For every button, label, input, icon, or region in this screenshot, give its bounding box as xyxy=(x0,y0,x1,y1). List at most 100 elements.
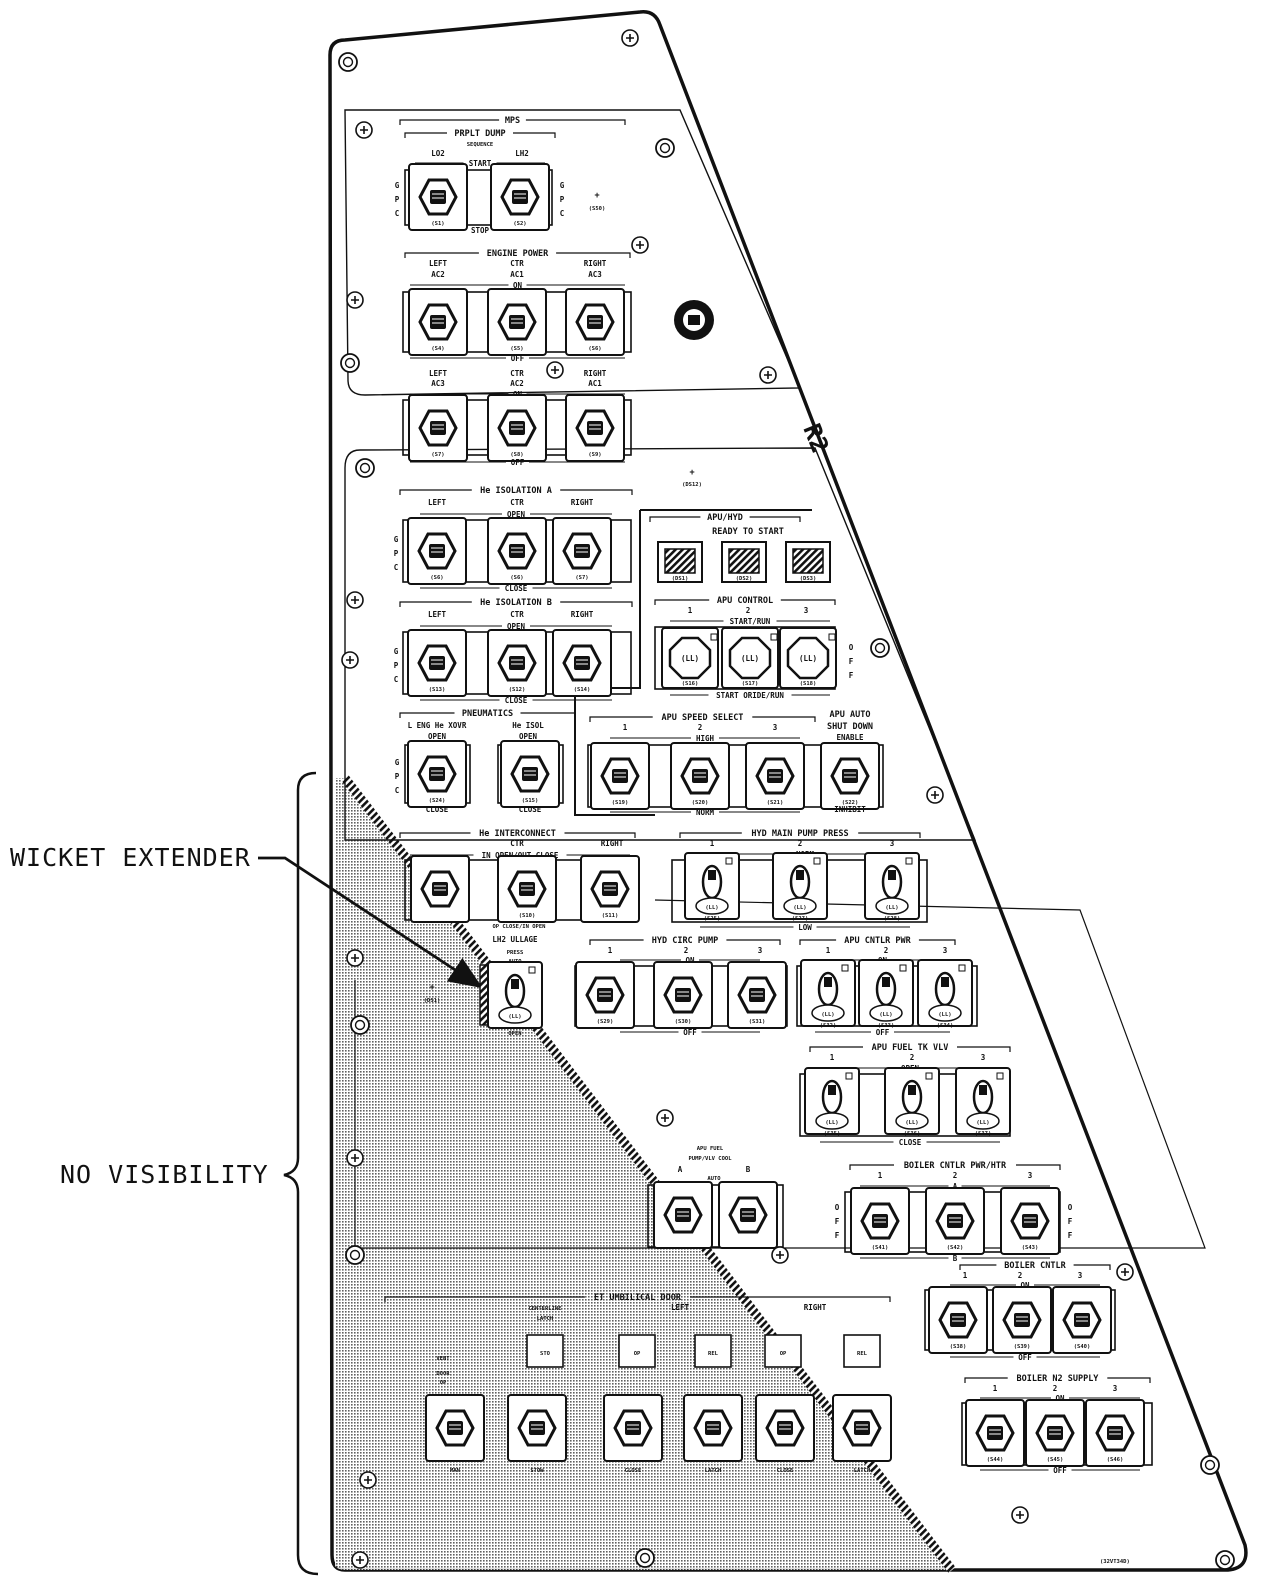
boiler-cntlr-title: BOILER CNTLR xyxy=(1004,1261,1066,1271)
screw-slot-icon xyxy=(351,1154,359,1162)
apu-fuel-close: CLOSE xyxy=(899,1138,922,1147)
hyd-circ-switch-id: (S30) xyxy=(675,1019,692,1025)
switch-s2-toggle-grip xyxy=(514,193,526,199)
apu-control-off: O xyxy=(849,643,854,652)
apu-control-switch-knob xyxy=(786,636,830,680)
et-door-switch-toggle xyxy=(625,1421,641,1435)
hyd-circ-switch-id: (S31) xyxy=(749,1019,766,1025)
engine-power-bracket xyxy=(404,252,631,258)
apu-fuel-switch-cap xyxy=(966,1112,1000,1130)
boiler-pwr-switch-id: (S42) xyxy=(947,1245,964,1251)
boiler-cntlr-on: ON xyxy=(1020,1281,1030,1290)
engine-power-row1-switch-toggle-grip xyxy=(511,318,523,324)
lh2-ullage-open: OPEN xyxy=(508,1031,521,1037)
mount-screw-inner-icon xyxy=(342,56,354,68)
apu-control-num: 1 xyxy=(688,606,693,615)
et-door-switch-toggle-grip xyxy=(856,1424,868,1430)
apu-cntlr-switch-cap-label: (LL) xyxy=(821,1012,834,1018)
engine-power-row2-switch-toggle xyxy=(430,421,446,435)
screw-slot-icon xyxy=(931,791,939,799)
apu-cntlr-switch-indicator xyxy=(899,964,907,972)
pneumatics-gpc: C xyxy=(395,786,400,795)
pneumatics-title: PNEUMATICS xyxy=(462,709,513,719)
engine-power-row2-label: RIGHT xyxy=(584,369,607,378)
he-isolation-a-switch-toggle-grip xyxy=(576,547,588,553)
hyd-main-switch-lever-tip xyxy=(796,870,804,880)
prplt-dump-frame xyxy=(404,169,553,226)
pneumatics-right-close: CLOSE xyxy=(519,805,542,814)
hyd-circ-num: 2 xyxy=(684,946,689,955)
he-plus: + xyxy=(689,468,694,478)
apu-fuel-switch-indicator xyxy=(845,1072,853,1080)
engine-power-row1-switch-id: (S4) xyxy=(431,346,444,352)
boiler-cntlr-switch-toggle-grip xyxy=(1016,1316,1028,1322)
pneumatics-switch-toggle-grip xyxy=(431,770,443,776)
apu-speed-select-bracket xyxy=(589,716,816,722)
screw-slot-icon xyxy=(351,596,359,604)
engine-power-row1-bus: AC1 xyxy=(510,270,524,279)
apu-cntlr-num: 2 xyxy=(884,946,889,955)
hyd-main-pump-press-bracket xyxy=(679,832,921,838)
engine-power-row1-on: ON xyxy=(513,281,523,290)
boiler-pwr-off-right: O xyxy=(1068,1203,1073,1212)
apu-control-title: APU CONTROL xyxy=(717,596,773,606)
apu-fuel-pump-b: B xyxy=(746,1165,751,1174)
hyd-main-num: 3 xyxy=(890,839,895,848)
lo2-label: LO2 xyxy=(431,149,445,158)
hyd-main-switch-cap-label: (LL) xyxy=(885,905,898,911)
apu-control-switch-cap-label: (LL) xyxy=(741,654,759,663)
ready-talkback-id: (DS2) xyxy=(736,576,753,582)
boiler-cntlr-switch-toggle-grip xyxy=(1076,1316,1088,1322)
boiler-n2-switch-toggle xyxy=(987,1426,1003,1440)
et-door-switch-toggle-grip xyxy=(779,1424,791,1430)
boiler-pwr-num: 1 xyxy=(878,1171,883,1180)
apu-cntlr-switch-indicator xyxy=(841,964,849,972)
screw-slot-icon xyxy=(360,126,368,134)
pneumatics-left-open: OPEN xyxy=(428,732,447,741)
lower-subpanel xyxy=(344,447,977,841)
hyd-main-pump-press-title: HYD MAIN PUMP PRESS xyxy=(751,829,848,839)
apu-fuel-switch-cap-label: (LL) xyxy=(905,1120,918,1126)
apu-control-bracket xyxy=(654,599,836,605)
hyd-circ-switch-toggle-grip xyxy=(677,991,689,997)
pneumatics-switch-toggle xyxy=(522,767,538,781)
et-talkback-label: STO xyxy=(540,1351,551,1357)
apu-control-oride: START ORIDE/RUN xyxy=(716,691,784,700)
mount-screw-inner-icon xyxy=(659,142,671,154)
et-talkback xyxy=(526,1334,564,1368)
mount-screw-inner-icon xyxy=(1219,1554,1231,1566)
engine-power-row2-bus: AC3 xyxy=(431,379,445,388)
et-bottom-bot-label: LATCH xyxy=(854,1468,871,1474)
boiler-pwr-switch-id: (S41) xyxy=(872,1245,889,1251)
hyd-main-num: 1 xyxy=(710,839,715,848)
screw-slot-icon xyxy=(764,371,772,379)
hyd-main-switch-lever-tip xyxy=(888,870,896,880)
apu-control-off: F xyxy=(849,671,854,680)
mount-screw-inner-icon xyxy=(874,642,886,654)
et-bottom-bot-label: CLOSE xyxy=(625,1468,642,1474)
gpc-right: C xyxy=(560,209,565,218)
hyd-circ-switch-toggle xyxy=(597,988,613,1002)
et-bottom-bot-label: LATCH xyxy=(705,1468,722,1474)
boiler-cntlr-bracket xyxy=(959,1264,1111,1270)
he-interconnect-switch-toggle-grip xyxy=(521,885,533,891)
apu-fuel-switch-cap-label: (LL) xyxy=(825,1120,838,1126)
prplt-dump-title: PRPLT DUMP xyxy=(454,129,505,139)
apu-fuel-pump-title2: PUMP/VLV COOL xyxy=(688,1156,732,1162)
et-door-switch-toggle xyxy=(854,1421,870,1435)
apu-control-switch-indicator xyxy=(828,633,836,641)
apu-control-switch-knob xyxy=(728,636,772,680)
boiler-n2-switch-id: (S44) xyxy=(987,1457,1004,1463)
boiler-n2-switch-id: (S46) xyxy=(1107,1457,1124,1463)
no-visibility-callout: NO VISIBILITY xyxy=(60,1160,269,1189)
apu-control-switch-knob xyxy=(668,636,712,680)
et-door-switch-toggle-grip xyxy=(707,1424,719,1430)
engine-power-row1-switch-toggle xyxy=(509,315,525,329)
boiler-cntlr-pwr-htr-title: BOILER CNTLR PWR/HTR xyxy=(904,1161,1007,1171)
boiler-n2-supply-title: BOILER N2 SUPPLY xyxy=(1017,1374,1100,1384)
hyd-main-switch-id: (S25) xyxy=(704,916,721,922)
he-isolation-b-label: RIGHT xyxy=(571,610,594,619)
he-isolation-b-switch-toggle xyxy=(509,656,525,670)
apu-speed-switch-toggle-grip xyxy=(694,772,706,778)
